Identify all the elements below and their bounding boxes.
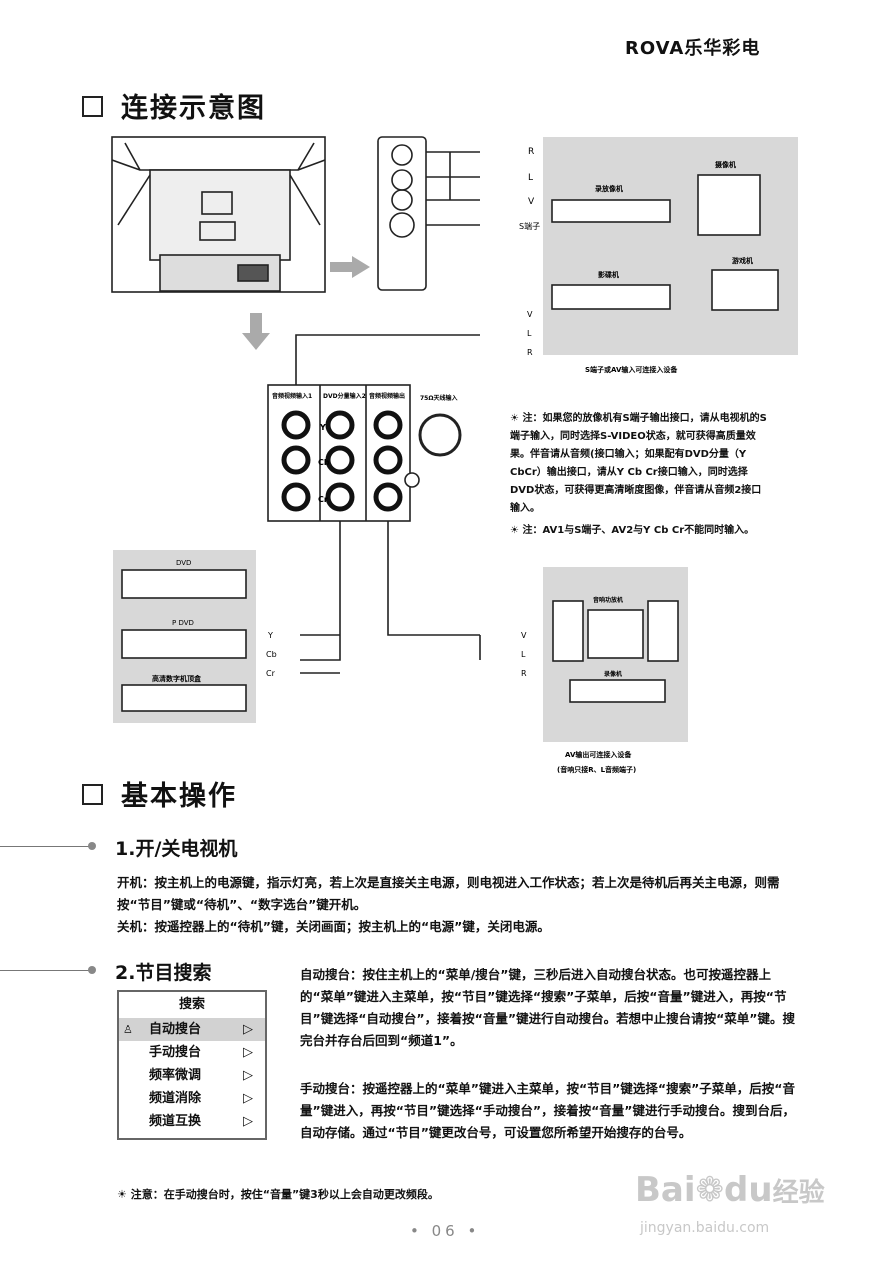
mid-jack-l: L: [527, 329, 532, 338]
menu-item-erase[interactable]: 频道消除▷: [119, 1087, 265, 1110]
section-checkbox-icon: [82, 96, 103, 117]
caption-av-out-2: (音响只接R、L音频端子): [557, 765, 636, 774]
subhead-bullet-icon: [88, 966, 96, 974]
device-vcr-label: 录放像机: [595, 184, 623, 193]
subhead-power: 1.开/关电视机: [115, 838, 238, 860]
menu-item-auto[interactable]: ♙自动搜台▷: [119, 1018, 265, 1041]
jack-s-label: S端子: [519, 221, 540, 231]
jack-r-label: R: [528, 147, 534, 157]
device-audio-vcr-label: 录像机: [604, 670, 622, 678]
mid-jack-r: R: [527, 348, 533, 357]
triangle-right-icon: ▷: [243, 1091, 253, 1106]
jack-v-label: V: [528, 197, 535, 207]
out-jack-v: V: [521, 631, 527, 640]
panel-letter-cb: Cb: [318, 458, 330, 467]
manual-search-paragraph: 手动搜台：按遥控器上的“菜单”键进入主菜单，按“节目”键选择“搜索”子菜单，后按…: [300, 1081, 796, 1140]
device-vcd-label: 影碟机: [598, 270, 619, 279]
arrow-down-icon: [242, 313, 270, 350]
menu-item-manual[interactable]: 手动搜台▷: [119, 1041, 265, 1064]
brand-logo: ROVA乐华彩电: [625, 38, 761, 59]
ycbcr-cr: Cr: [266, 669, 276, 678]
section-title-text: 基本操作: [121, 781, 237, 812]
triangle-right-icon: ▷: [243, 1022, 253, 1037]
bulb-icon: ☀: [510, 413, 519, 424]
device-hd-label: 高清数字机顶盒: [152, 674, 202, 683]
auto-search-paragraph: 自动搜台：按住主机上的“菜单/搜台”键，三秒后进入自动搜台状态。也可按遥控器上的…: [300, 967, 796, 1048]
paw-icon: ❁: [695, 1170, 725, 1210]
panel-letter-cr: Cr: [318, 495, 328, 504]
dot-icon: •: [467, 1222, 481, 1240]
triangle-right-icon: ▷: [243, 1045, 253, 1060]
triangle-right-icon: ▷: [243, 1114, 253, 1129]
diagram-note-1: ☀ 注：如果您的放像机有S端子输出接口，请从电视机的S端子输入，同时选择S-VI…: [510, 413, 767, 514]
mid-jack-v: V: [527, 310, 533, 319]
ycbcr-cb: Cb: [266, 650, 277, 659]
section-checkbox-icon: [82, 784, 103, 805]
dot-icon: •: [410, 1222, 423, 1240]
triangle-right-icon: ▷: [243, 1068, 253, 1083]
power-on-paragraph: 开机：按主机上的电源键，指示灯亮，若上次是直接关主电源，则电视进入工作状态；若上…: [117, 875, 780, 912]
panel-label-ant: 75Ω天线输入: [420, 394, 457, 402]
watermark-url: jingyan.baidu.com: [640, 1220, 770, 1236]
bulb-icon: ☀: [510, 525, 519, 536]
panel-label-av1: 音频视频输入1: [272, 392, 312, 400]
caption-s-av: S端子或AV输入可连接入设备: [585, 365, 678, 374]
subhead-search: 2.节目搜索: [115, 962, 212, 984]
ycbcr-y: Y: [267, 631, 273, 640]
panel-letter-y: Y: [319, 423, 326, 432]
device-game-label: 游戏机: [732, 256, 753, 265]
search-tip: ☀ 注意：在手动搜台时，按住“音量”键3秒以上会自动更改频段。: [117, 1188, 439, 1201]
menu-item-swap[interactable]: 频道互换▷: [119, 1110, 265, 1133]
panel-label-out: 音频视频输出: [369, 392, 405, 400]
watermark-logo: Bai❁du经验: [635, 1170, 825, 1210]
subhead-rule: [0, 970, 90, 971]
panel-label-dvd: DVD分量输入2: [323, 392, 366, 400]
section-title-connection: 连接示意图: [82, 86, 266, 125]
menu-item-finetune[interactable]: 频率微调▷: [119, 1064, 265, 1087]
device-dvd-label: DVD: [176, 559, 191, 567]
section-title-basic-ops: 基本操作: [82, 774, 237, 813]
caption-av-out-1: AV输出可连接入设备: [565, 750, 632, 759]
device-pdvd-label: P DVD: [172, 619, 194, 627]
pointer-icon: ♙: [123, 1023, 133, 1036]
out-jack-r: R: [521, 669, 527, 678]
side-jack-panel: [377, 136, 427, 291]
tv-back-illustration: [111, 136, 326, 293]
search-menu: 搜索 ♙自动搜台▷ 手动搜台▷ 频率微调▷ 频道消除▷ 频道互换▷: [117, 990, 267, 1140]
diagram-note-2: ☀ 注：AV1与S端子、AV2与Y Cb Cr不能同时输入。: [510, 525, 755, 536]
connection-diagram: R L V S端子 录放像机 摄像机 影碟机 游戏机 V L R S端子或AV输…: [111, 136, 798, 774]
page-number: • 06 •: [410, 1222, 481, 1240]
menu-title: 搜索: [178, 997, 205, 1012]
out-jack-l: L: [521, 650, 526, 659]
device-amp-label: 音响功放机: [593, 596, 623, 604]
subhead-rule: [0, 846, 90, 847]
power-off-paragraph: 关机：按遥控器上的“待机”键，关闭画面；按主机上的“电源”键，关闭电源。: [117, 919, 550, 934]
section-title-text: 连接示意图: [121, 93, 266, 124]
subhead-bullet-icon: [88, 842, 96, 850]
jack-l-label: L: [528, 173, 533, 183]
device-camcorder-label: 摄像机: [715, 160, 736, 169]
arrow-right-icon: [330, 256, 370, 278]
bulb-icon: ☀: [117, 1188, 127, 1201]
